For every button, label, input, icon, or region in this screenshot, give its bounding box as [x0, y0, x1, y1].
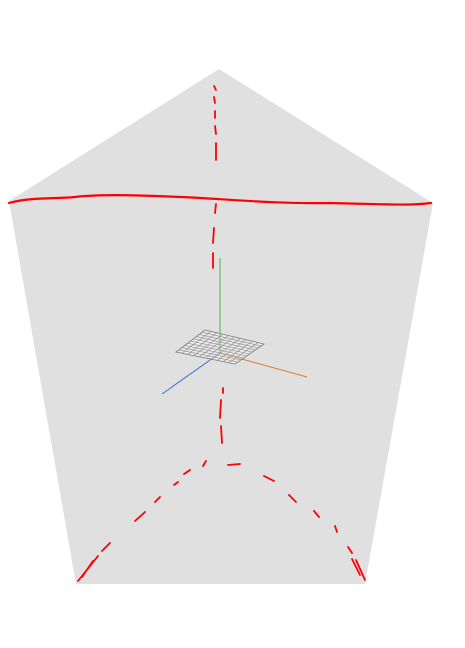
room-walls — [9, 69, 433, 584]
axes-gizmo — [161, 258, 308, 395]
vertical-red-dashes-top — [213, 85, 217, 161]
floor-grid — [175, 329, 265, 365]
right-diagonal-red-dashes — [227, 463, 366, 581]
vertical-red-dashes-mid — [212, 203, 217, 269]
left-diagonal-red-dashes — [77, 460, 207, 582]
vertical-red-dashes-bottom — [219, 387, 224, 444]
horizontal-red-stroke — [7, 194, 433, 206]
axis-z-line — [161, 352, 221, 395]
axis-x-line — [219, 352, 308, 378]
